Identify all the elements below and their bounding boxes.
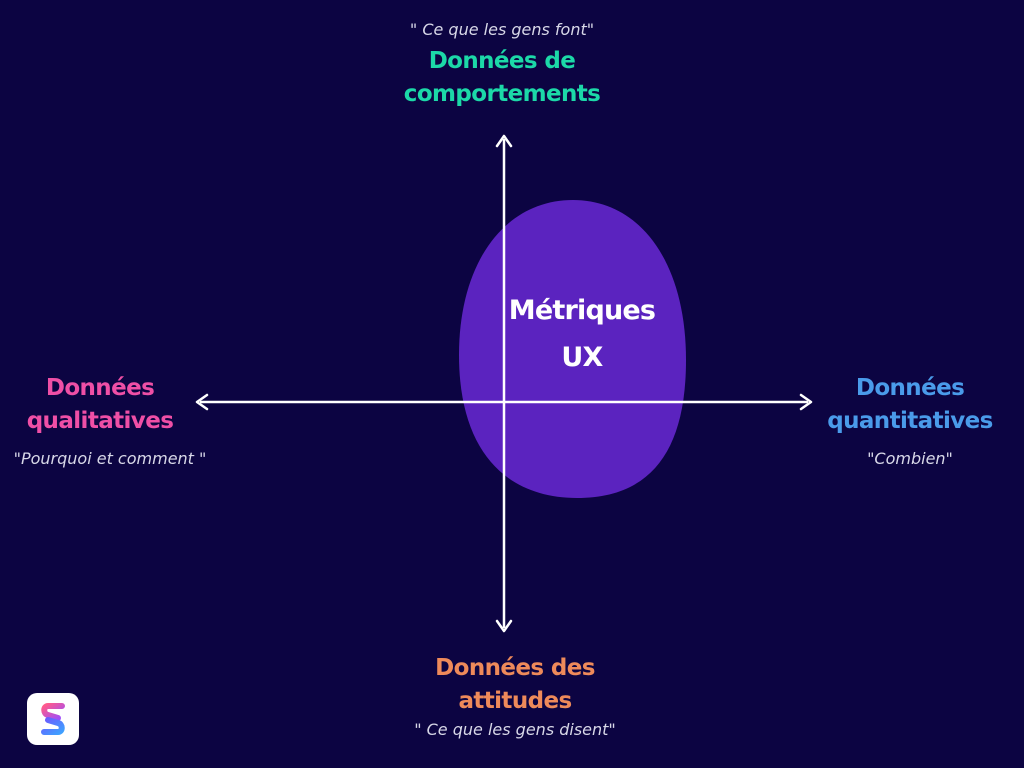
brand-logo-icon <box>41 703 65 735</box>
right-arrowhead <box>799 393 813 411</box>
right-heading-line2: quantitatives <box>827 408 993 434</box>
center-label-line2: UX <box>561 342 603 373</box>
center-blob <box>459 200 686 498</box>
top-quote: " Ce que les gens font" <box>409 20 595 39</box>
top-arrowhead <box>495 134 513 148</box>
left-arrowhead <box>195 393 209 411</box>
bottom-quote: " Ce que les gens disent" <box>414 720 616 739</box>
right-heading-line1: Données <box>855 375 965 401</box>
bottom-heading-line1: Données des <box>435 655 595 681</box>
left-heading: Données qualitatives <box>0 372 200 438</box>
top-heading: Données de comportements <box>352 45 652 111</box>
right-quote: "Combien" <box>867 449 953 468</box>
left-quote: "Pourquoi et comment " <box>13 449 207 468</box>
top-heading-line2: comportements <box>403 81 601 107</box>
right-heading: Données quantitatives <box>810 372 1010 438</box>
bottom-heading-line2: attitudes <box>458 688 572 714</box>
bottom-heading: Données des attitudes <box>365 652 665 718</box>
bottom-arrowhead <box>495 619 513 633</box>
center-label-line1: Métriques <box>508 295 656 326</box>
left-heading-line1: Données <box>45 375 155 401</box>
center-label: Métriques UX <box>482 287 682 381</box>
left-heading-line2: qualitatives <box>26 408 174 434</box>
top-heading-line1: Données de <box>428 48 576 74</box>
brand-logo <box>27 693 79 745</box>
